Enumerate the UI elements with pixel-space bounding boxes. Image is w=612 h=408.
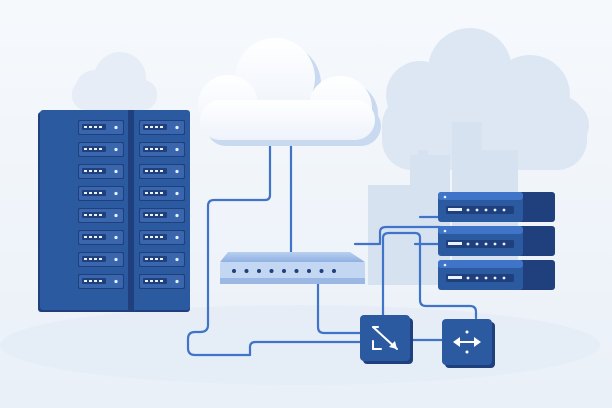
rack-unit: [78, 252, 124, 267]
rack-unit: [78, 230, 124, 245]
rack-column-right: [139, 120, 185, 289]
rack-unit: [139, 208, 185, 223]
switch-port: [319, 269, 324, 273]
rack-unit: [78, 120, 124, 135]
rack-unit: [78, 186, 124, 201]
network-cables: [186, 141, 478, 357]
router-right: [442, 319, 495, 368]
rack-column-left: [78, 120, 124, 289]
rack-unit: [139, 142, 185, 157]
cloud-icon: [198, 38, 381, 146]
rack-unit: [78, 274, 124, 289]
network-switch: [220, 252, 365, 284]
background-cloud: [382, 28, 589, 170]
cable-cloud-left: [186, 141, 272, 357]
rack-unit: [139, 120, 185, 135]
server-rack: [38, 110, 190, 312]
cable-switch-router: [316, 282, 362, 335]
rack-unit: [78, 142, 124, 157]
rack-unit: [139, 164, 185, 179]
cable-switch-server-1: [353, 225, 442, 246]
rack-unit: [78, 208, 124, 223]
switch-port: [294, 269, 299, 273]
cable-router-server-1: [381, 231, 478, 320]
switch-port: [257, 269, 261, 273]
rack-unit: [139, 252, 185, 267]
switch-port: [232, 269, 236, 273]
cable-bottom: [248, 340, 362, 357]
background-cloud-left: [72, 52, 157, 110]
rack-unit: [139, 274, 185, 289]
switch-port: [282, 269, 286, 273]
router-left: [360, 315, 413, 364]
diagonal-arrows-icon: [372, 326, 398, 350]
bidirectional-arrow-icon: [453, 330, 481, 354]
rack-unit: [139, 230, 185, 245]
server-unit: [438, 260, 555, 290]
switch-port: [269, 269, 274, 273]
server-stack: [438, 192, 555, 290]
ground-shadow: [0, 305, 600, 385]
switch-port: [332, 269, 336, 273]
server-units: [438, 192, 555, 290]
rack-unit: [139, 186, 185, 201]
switch-port: [244, 269, 249, 273]
switch-port: [307, 269, 311, 273]
switch-ports: [232, 269, 336, 273]
server-unit: [438, 226, 555, 256]
server-unit: [438, 192, 555, 222]
rack-unit: [78, 164, 124, 179]
